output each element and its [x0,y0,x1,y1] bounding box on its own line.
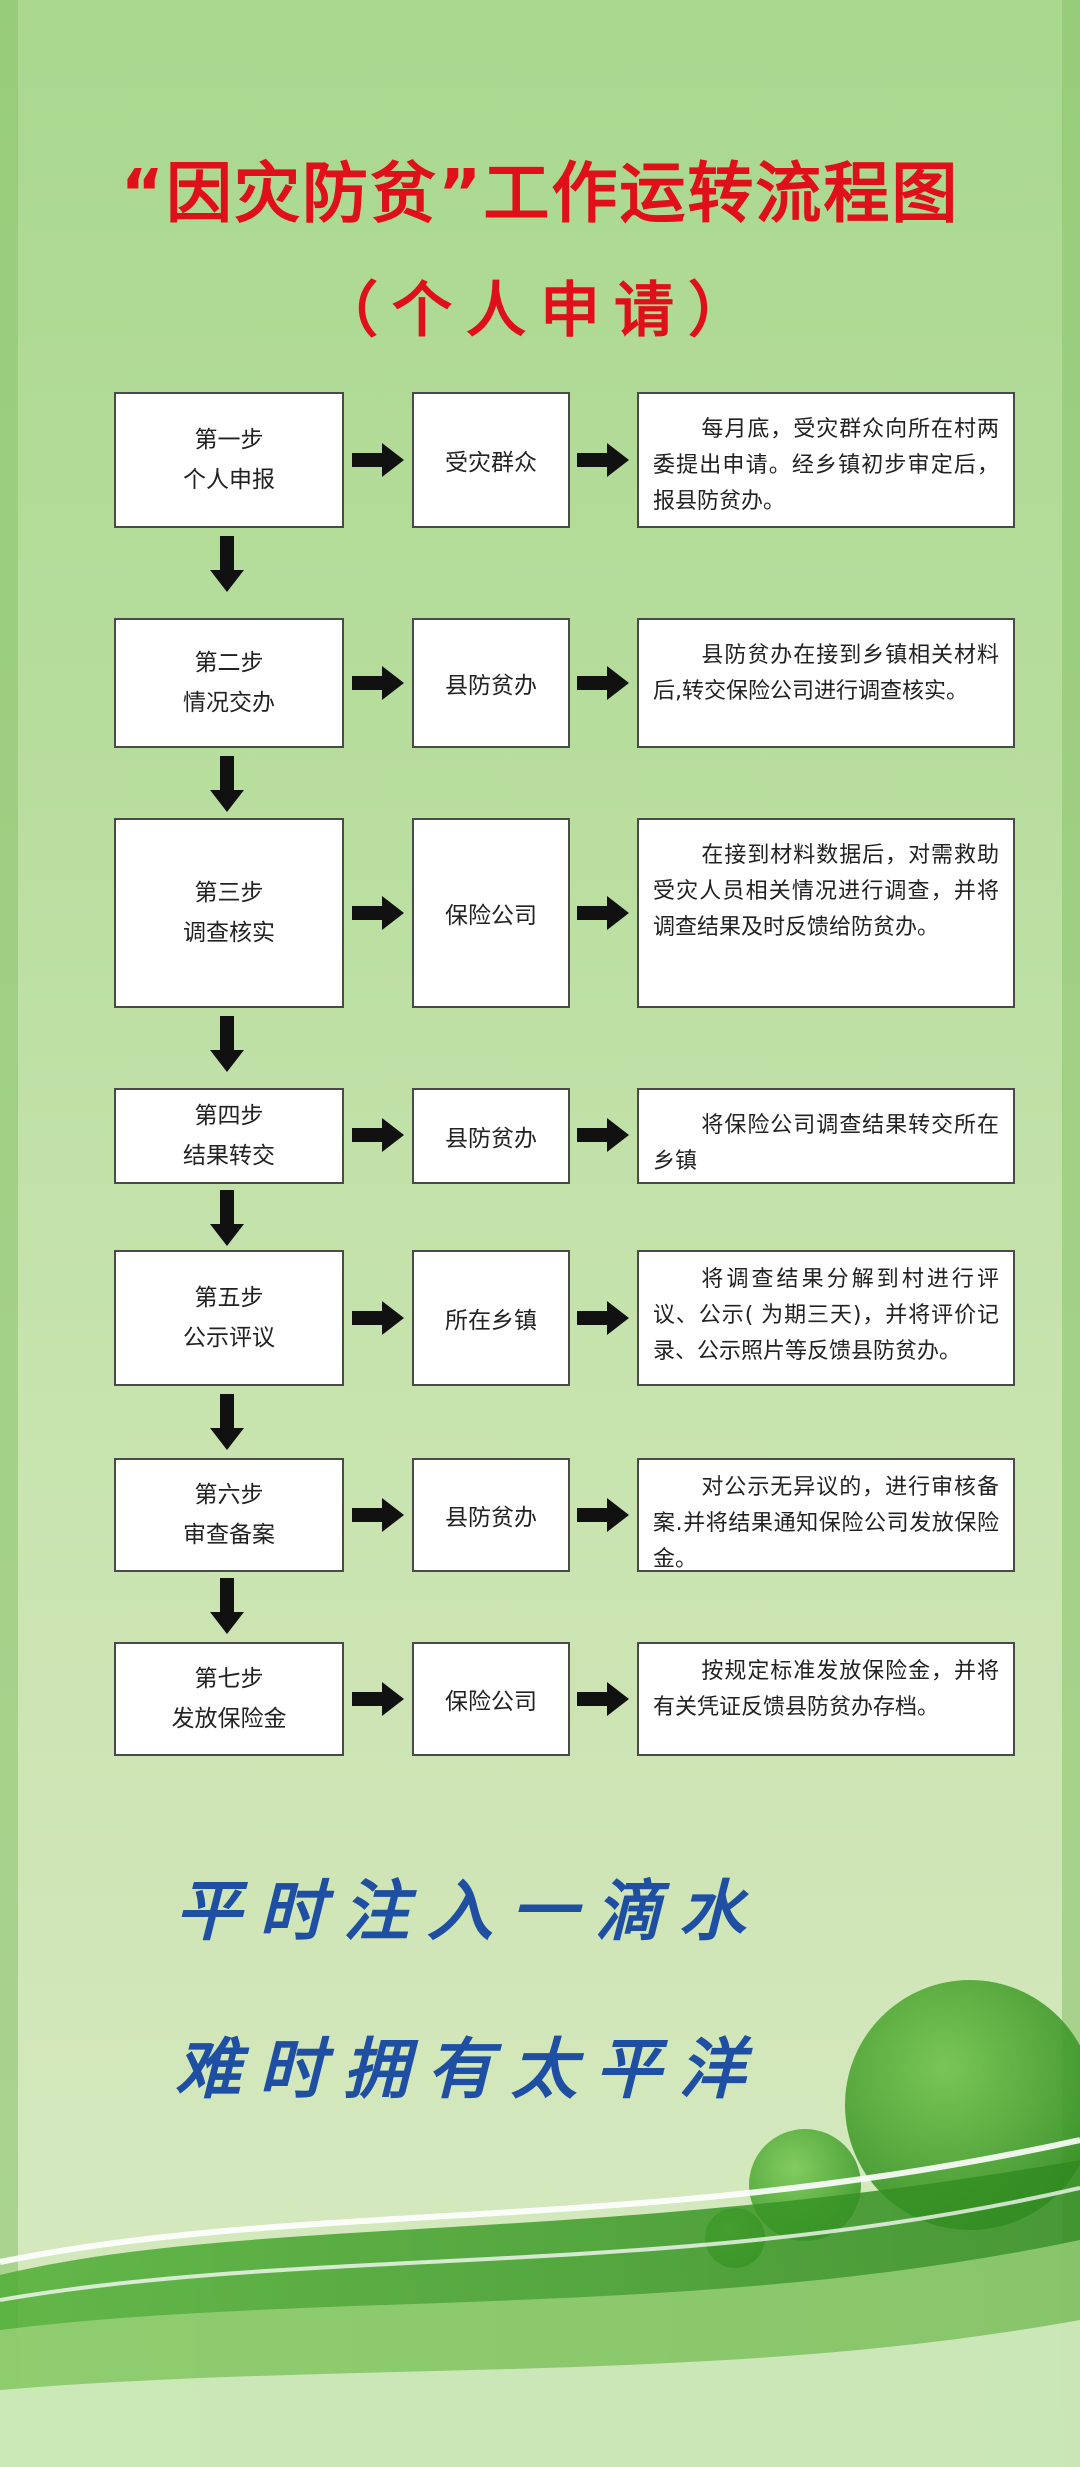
step-2-description: 县防贫办在接到乡镇相关材料后,转交保险公司进行调查核实。 [637,618,1015,748]
step-5-box: 第五步 公示评议 [114,1250,344,1386]
step-3-agency: 保险公司 [412,818,570,1008]
step-6-description: 对公示无异议的，进行审核备案.并将结果通知保险公司发放保险金。 [637,1458,1015,1572]
arrow-down-icon [210,1578,244,1634]
arrow-right-icon [352,1498,404,1532]
arrow-right-icon [577,666,629,700]
right-frame-strip [1062,0,1080,2467]
step-5-number: 第五步 [194,1285,264,1311]
arrow-right-icon [577,1118,629,1152]
step-7-agency: 保险公司 [412,1642,570,1756]
arrow-right-icon [352,666,404,700]
large-green-circle [845,1980,1080,2230]
white-swoosh-2 [0,2186,1080,2302]
step-2-name: 情况交办 [183,690,275,716]
white-swoosh-1 [0,2137,1080,2265]
arrow-right-icon [352,1301,404,1335]
step-1-box: 第一步 个人申报 [114,392,344,528]
step-4-name: 结果转交 [183,1143,275,1169]
page-title: “因灾防贫”工作运转流程图 [120,155,960,232]
step-4-box: 第四步 结果转交 [114,1088,344,1184]
arrow-right-icon [352,443,404,477]
arrow-right-icon [577,896,629,930]
step-2-agency: 县防贫办 [412,618,570,748]
arrow-right-icon [352,1118,404,1152]
left-frame-strip [0,0,18,2467]
arrow-down-icon [210,536,244,592]
step-5-name: 公示评议 [183,1325,275,1351]
step-2-number: 第二步 [194,650,264,676]
arrow-right-icon [577,1301,629,1335]
step-3-name: 调查核实 [183,920,275,946]
arrow-down-icon [210,1394,244,1450]
step-6-name: 审查备案 [183,1522,275,1548]
slogan-line-1: 平时注入一滴水 [175,1872,763,1950]
step-1-description: 每月底，受灾群众向所在村两委提出申请。经乡镇初步审定后，报县防贫办。 [637,392,1015,528]
arrow-right-icon [577,1498,629,1532]
step-7-number: 第七步 [194,1666,264,1692]
arrow-down-icon [210,1190,244,1246]
slogan-line-2: 难时拥有太平洋 [175,2030,763,2108]
step-7-box: 第七步 发放保险金 [114,1642,344,1756]
step-3-number: 第三步 [194,880,264,906]
arrow-down-icon [210,1016,244,1072]
step-5-agency: 所在乡镇 [412,1250,570,1386]
step-6-agency: 县防贫办 [412,1458,570,1572]
step-7-description: 按规定标准发放保险金，并将有关凭证反馈县防贫办存档。 [637,1642,1015,1756]
step-5-description: 将调查结果分解到村进行评议、公示( 为期三天)，并将评价记录、公示照片等反馈县防… [637,1250,1015,1386]
arrow-right-icon [577,443,629,477]
arrow-right-icon [577,1682,629,1716]
step-2-box: 第二步 情况交办 [114,618,344,748]
step-1-name: 个人申报 [183,467,275,493]
step-1-number: 第一步 [194,427,264,453]
step-3-description: 在接到材料数据后，对需救助受灾人员相关情况进行调查，并将调查结果及时反馈给防贫办… [637,818,1015,1008]
step-4-number: 第四步 [194,1103,264,1129]
arrow-down-icon [210,756,244,812]
arrow-right-icon [352,896,404,930]
page-subtitle: （个人申请） [318,276,762,346]
step-1-agency: 受灾群众 [412,392,570,528]
step-6-box: 第六步 审查备案 [114,1458,344,1572]
pale-band [0,2320,1080,2467]
step-6-number: 第六步 [194,1482,264,1508]
arrow-right-icon [352,1682,404,1716]
step-7-name: 发放保险金 [171,1706,287,1732]
step-4-description: 将保险公司调查结果转交所在乡镇 [637,1088,1015,1184]
step-4-agency: 县防贫办 [412,1088,570,1184]
step-3-box: 第三步 调查核实 [114,818,344,1008]
